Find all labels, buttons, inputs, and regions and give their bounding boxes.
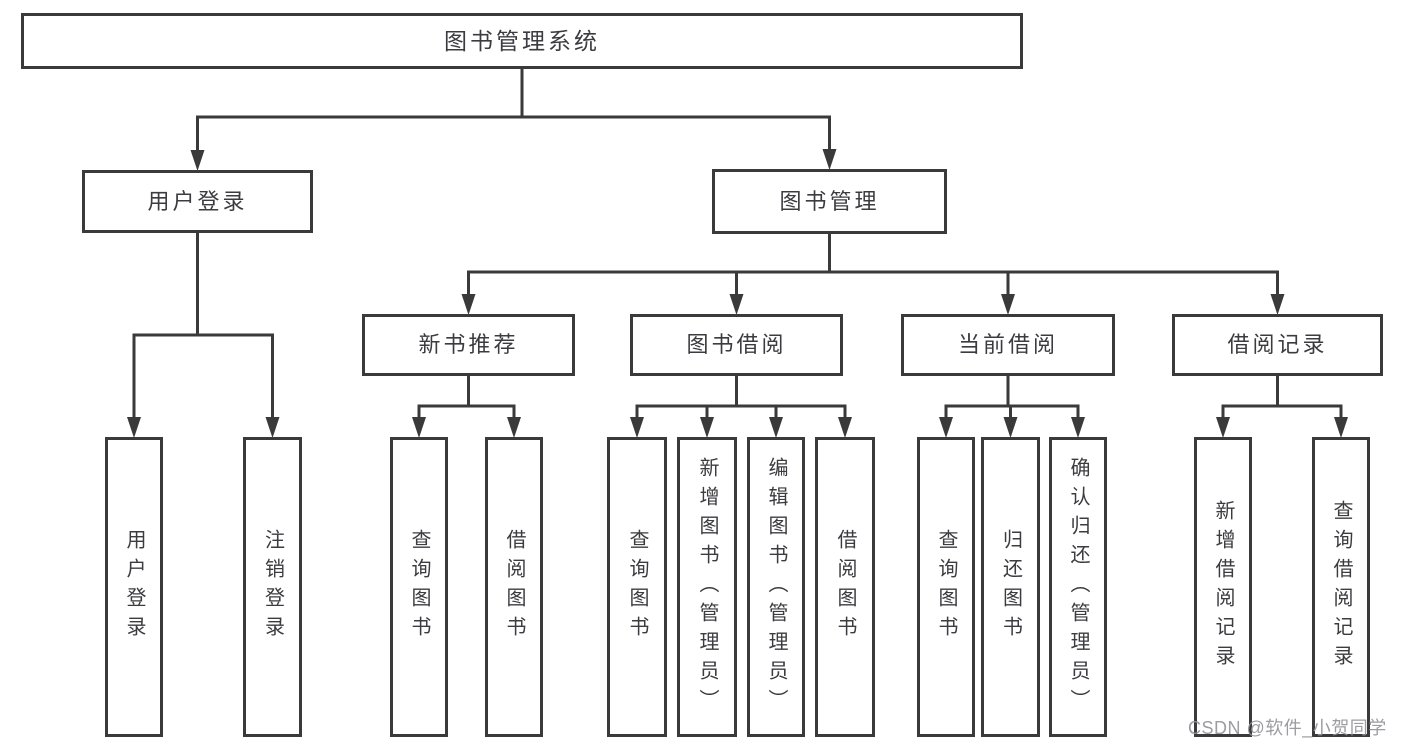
node-book-borrow: 图书借阅 (630, 314, 843, 376)
node-label: 归还图书 (999, 529, 1022, 645)
arrowhead-icon (939, 417, 953, 438)
node-leaf-login: 用户登录 (105, 437, 163, 737)
node-leaf-nb-borrow: 借阅图书 (485, 437, 543, 737)
node-leaf-cb-return: 归还图书 (981, 437, 1040, 737)
node-label: 注销登录 (261, 529, 284, 645)
arrowhead-icon (127, 417, 141, 438)
arrowhead-icon (461, 294, 476, 315)
csdn-watermark: CSDN @软件_小贺同学 (1188, 718, 1387, 738)
node-label: 查询图书 (626, 529, 648, 645)
node-label: 新增借阅记录 (1212, 500, 1234, 674)
arrowhead-icon (1001, 294, 1015, 315)
arrowhead-icon (265, 417, 280, 438)
arrowhead-icon (190, 150, 205, 171)
node-leaf-br-add: 新增借阅记录 (1194, 437, 1252, 737)
node-leaf-cb-confirm: 确认归还（管理员） (1049, 437, 1107, 737)
node-label: 图书管理 (779, 188, 880, 214)
node-label: 借阅记录 (1227, 332, 1328, 357)
arrowhead-icon (1003, 417, 1018, 438)
node-leaf-bb-borrow: 借阅图书 (815, 437, 875, 737)
arrowhead-icon (1071, 417, 1085, 438)
arrowhead-icon (700, 417, 714, 438)
node-label: 新增图书（管理员） (696, 456, 718, 718)
node-root: 图书管理系统 (21, 13, 1023, 69)
node-leaf-bb-query: 查询图书 (607, 437, 667, 737)
node-leaf-br-query: 查询借阅记录 (1312, 437, 1370, 737)
node-label: 图书管理系统 (444, 27, 600, 54)
arrowhead-icon (838, 417, 852, 438)
arrowhead-icon (729, 294, 744, 315)
node-label: 编辑图书（管理员） (765, 456, 787, 718)
node-leaf-logout: 注销登录 (243, 437, 302, 737)
node-borrow-records: 借阅记录 (1172, 314, 1383, 376)
arrowhead-icon (1334, 417, 1348, 438)
arrowhead-icon (822, 149, 837, 170)
node-leaf-cb-query: 查询图书 (917, 437, 975, 737)
arrowhead-icon (1216, 417, 1230, 438)
node-label: 确认归还（管理员） (1067, 456, 1089, 718)
node-label: 用户登录 (147, 188, 248, 214)
node-new-book-rec: 新书推荐 (362, 314, 575, 376)
node-label: 借阅图书 (834, 529, 856, 645)
node-label: 新书推荐 (418, 332, 519, 357)
node-user-login: 用户登录 (82, 170, 313, 233)
node-leaf-nb-query: 查询图书 (390, 437, 448, 737)
node-label: 借阅图书 (503, 529, 525, 645)
arrowhead-icon (412, 417, 426, 438)
node-label: 图书借阅 (686, 332, 787, 357)
node-label: 查询图书 (408, 529, 430, 645)
node-leaf-bb-add: 新增图书（管理员） (677, 437, 737, 737)
node-label: 用户登录 (123, 529, 145, 645)
node-leaf-bb-edit: 编辑图书（管理员） (747, 437, 805, 737)
arrowhead-icon (1270, 294, 1285, 315)
arrowhead-icon (507, 417, 521, 438)
arrowhead-icon (630, 417, 644, 438)
node-book-mgmt: 图书管理 (712, 169, 947, 234)
node-label: 查询借阅记录 (1330, 500, 1352, 674)
arrowhead-icon (769, 417, 783, 438)
node-label: 当前借阅 (957, 332, 1058, 357)
node-label: 查询图书 (935, 529, 957, 645)
node-current-borrow: 当前借阅 (901, 314, 1115, 376)
